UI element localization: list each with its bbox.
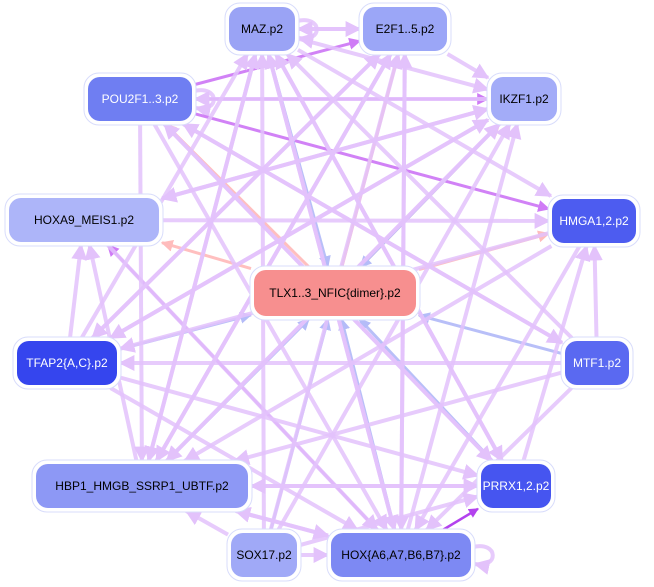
node-prrx[interactable]: PRRX1,2.p2 xyxy=(476,459,556,513)
edge-sox-to-hbp xyxy=(184,509,229,537)
node-hbp[interactable]: HBP1_HMGB_SSRP1_UBTF.p2 xyxy=(31,459,253,513)
node-box xyxy=(481,464,551,508)
node-label: E2F1..5.p2 xyxy=(376,22,435,36)
edge-hmga-to-hox xyxy=(413,244,582,532)
edge-pou-to-mtf xyxy=(182,122,564,345)
node-hmga[interactable]: HMGA1,2.p2 xyxy=(547,194,641,248)
node-hoxa9[interactable]: HOXA9_MEIS1.p2 xyxy=(4,193,164,247)
node-mtf[interactable]: MTF1.p2 xyxy=(560,336,634,390)
node-hox[interactable]: HOX{A6,A7,B6,B7}.p2 xyxy=(326,528,476,582)
node-box xyxy=(229,7,295,51)
node-box xyxy=(231,533,297,577)
edge-mtf-to-hbp xyxy=(232,370,563,465)
node-box xyxy=(9,198,159,242)
node-box xyxy=(88,77,192,121)
node-box xyxy=(565,341,629,385)
edge-hox-to-prrx xyxy=(442,507,479,532)
edge-tfap-to-hoxa9 xyxy=(68,243,88,339)
edge-mtf-to-tlx xyxy=(417,312,563,356)
edge-maz-to-ikzf xyxy=(297,36,490,94)
node-label: MAZ.p2 xyxy=(241,22,283,36)
edge-mtf-to-hmga xyxy=(586,244,603,339)
node-box xyxy=(254,270,416,316)
node-tfap[interactable]: TFAP2{A,C}.p2 xyxy=(12,336,122,390)
node-box xyxy=(491,77,557,121)
node-label: TLX1..3_NFIC{dimer}.p2 xyxy=(269,286,401,300)
edge-tfap-to-prrx xyxy=(119,375,480,480)
edge-ikzf-to-tfap xyxy=(108,118,490,340)
node-box xyxy=(17,341,117,385)
edge-pou-to-hmga xyxy=(194,112,551,212)
edge-tfap-to-hox xyxy=(109,386,359,532)
edge-hoxa9-to-hmga xyxy=(161,212,551,229)
node-pou[interactable]: POU2F1..3.p2 xyxy=(83,72,197,126)
node-label: PRRX1,2.p2 xyxy=(483,479,550,493)
node-label: HBP1_HMGB_SSRP1_UBTF.p2 xyxy=(55,479,229,493)
node-label: TFAP2{A,C}.p2 xyxy=(26,356,108,370)
edge-hoxa9-to-ikzf xyxy=(161,105,490,201)
node-e2f[interactable]: E2F1..5.p2 xyxy=(358,2,452,56)
edge-sox-to-ikzf xyxy=(276,122,512,531)
edge-e2f-to-hbp xyxy=(154,53,393,463)
edge-hox-to-hox xyxy=(472,544,495,575)
edge-pou-to-hbp xyxy=(133,123,150,463)
node-label: POU2F1..3.p2 xyxy=(102,92,179,106)
node-label: SOX17.p2 xyxy=(236,548,292,562)
edge-maz-to-hbp xyxy=(144,53,258,463)
node-label: IKZF1.p2 xyxy=(499,92,549,106)
node-tlx[interactable]: TLX1..3_NFIC{dimer}.p2 xyxy=(249,265,421,321)
edge-maz-to-hmga xyxy=(296,48,553,198)
node-box xyxy=(552,199,636,243)
node-label: HOX{A6,A7,B6,B7}.p2 xyxy=(341,548,461,562)
edge-layer xyxy=(68,18,603,575)
node-label: HOXA9_MEIS1.p2 xyxy=(34,213,134,227)
node-label: MTF1.p2 xyxy=(573,356,621,370)
edge-maz-to-prrx xyxy=(274,53,504,463)
node-ikzf[interactable]: IKZF1.p2 xyxy=(486,72,562,126)
edge-e2f-to-ikzf xyxy=(446,52,490,80)
edge-hoxa9-to-hox xyxy=(106,243,379,532)
edge-hox-to-hbp xyxy=(234,506,329,538)
edge-hmga-to-hbp xyxy=(183,244,553,463)
node-label: HMGA1,2.p2 xyxy=(559,214,629,228)
node-sox[interactable]: SOX17.p2 xyxy=(226,528,302,582)
node-box xyxy=(36,464,248,508)
node-box xyxy=(331,533,471,577)
node-box xyxy=(363,7,447,51)
node-maz[interactable]: MAZ.p2 xyxy=(224,2,300,56)
